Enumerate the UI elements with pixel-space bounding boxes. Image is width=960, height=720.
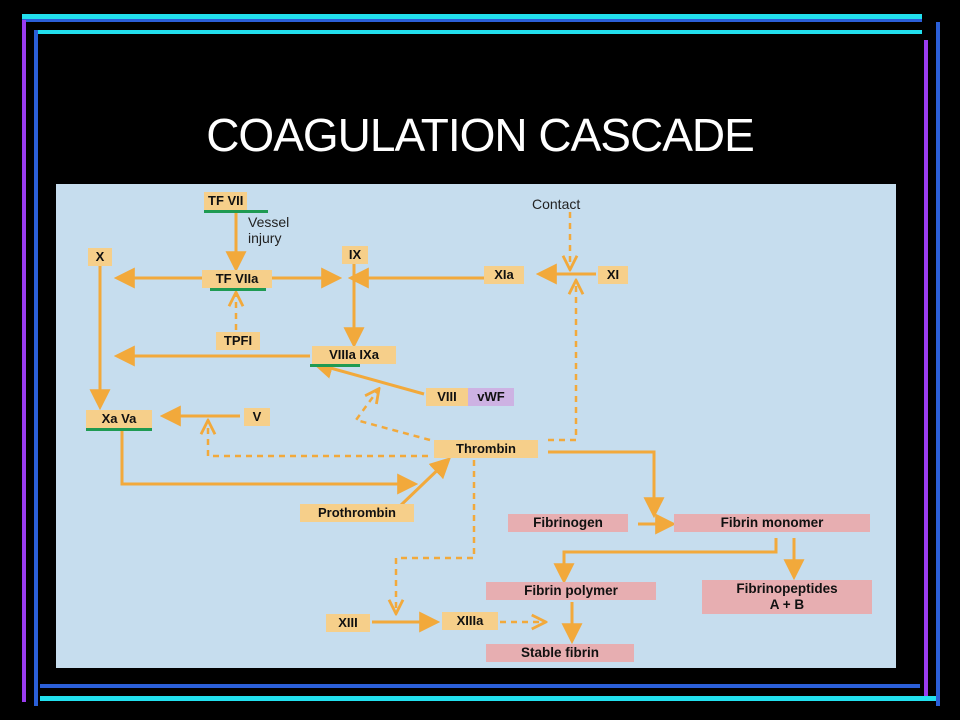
node-fibrinopeptides: Fibrinopeptides A + B [702,580,872,614]
node-fibrin-monomer: Fibrin monomer [674,514,870,532]
node-fibrinogen: Fibrinogen [508,514,628,532]
dash-thrombin-xiii [396,460,476,612]
frame-bottom-blue [40,684,920,688]
frame-top-blue [22,19,922,22]
node-tf-viia: TF VIIa [202,270,272,288]
coagulation-diagram: Contact Vessel injury TF VII X TF VIIa I… [56,184,896,668]
node-tf-vii: TF VII [204,192,248,210]
frame-bottom-cyan [40,696,936,701]
node-viii: VIII [426,388,468,406]
node-thrombin: Thrombin [434,440,538,458]
node-ix: IX [342,246,368,264]
frame-top-cyan-inner [34,30,922,34]
tf-vii-underline [204,210,268,213]
node-vwf: vWF [468,388,514,406]
slide-title: COAGULATION CASCADE [206,109,755,161]
xa-va-underline [86,428,152,431]
frame-left-violet [22,20,26,702]
frame-right-violet [924,40,928,700]
cascade-arrows [89,212,805,645]
viiia-ixa-underline [310,364,360,367]
dash-thrombin-v [208,422,428,458]
node-xi: XI [598,266,628,284]
arrow-thrombin-fibrinmonomer [548,450,665,519]
tf-viia-underline [210,288,266,291]
node-viiia-ixa: VIIIa IXa [312,346,396,364]
node-xiii: XIII [326,614,370,632]
node-x: X [88,248,112,266]
contact-label: Contact [532,196,581,212]
arrow-monomer-polymer [553,538,778,585]
frame-left-blue [34,30,38,706]
node-xiiia: XIIIa [442,612,498,630]
frame-right-blue [936,22,940,706]
dash-thrombin-xi [548,282,576,442]
arrow-viii-viiiaixa [311,358,425,396]
node-tpfi: TPFI [216,332,260,350]
dash-thrombin-viii [353,390,431,442]
frame-top-cyan [22,14,922,19]
node-stable-fibrin: Stable fibrin [486,644,634,662]
node-prothrombin: Prothrombin [300,504,414,522]
node-v: V [244,408,270,426]
node-xia: XIa [484,266,524,284]
vessel-injury-label: Vessel injury [248,214,290,246]
line-xava-thrombin [120,428,414,486]
node-xa-va: Xa Va [86,410,152,428]
node-fibrin-polymer: Fibrin polymer [486,582,656,600]
arrow-prothrombin-thrombin [398,457,452,508]
